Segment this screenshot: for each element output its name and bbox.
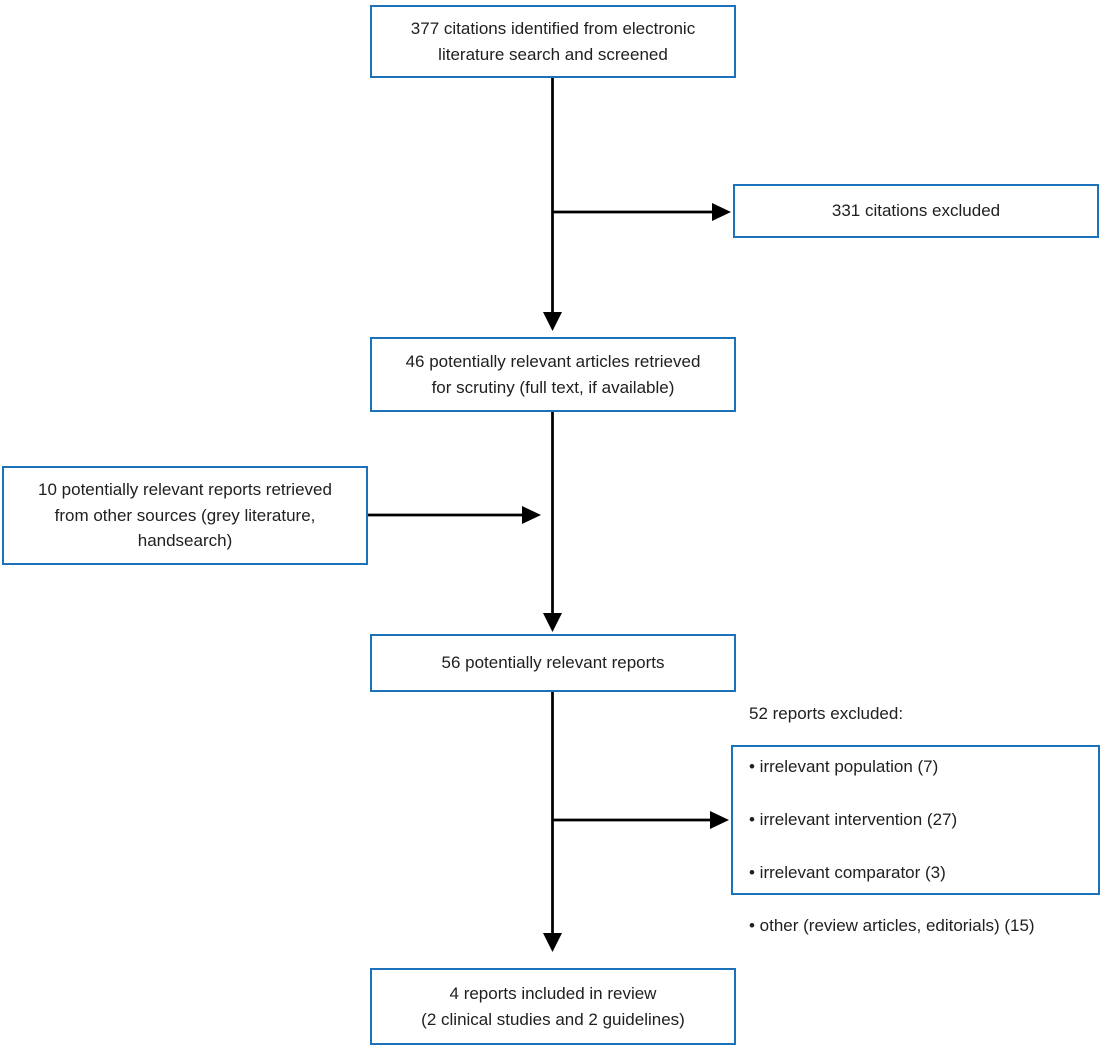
- exclusion-reason-item: • irrelevant population (7): [749, 757, 939, 777]
- box-citations-excluded: 331 citations excluded: [733, 184, 1099, 238]
- arrow-other-sources-to-flow: [368, 506, 541, 524]
- box-other-sources: 10 potentially relevant reports retrieve…: [2, 466, 368, 565]
- exclusion-reason-item: • other (review articles, editorials) (1…: [749, 916, 1035, 936]
- arrow-to-excluded-citations: [552, 203, 731, 221]
- exclusion-reason-item: • irrelevant comparator (3): [749, 863, 946, 883]
- arrow-relevant-to-included: [543, 692, 562, 952]
- box-reports-included: 4 reports included in review (2 clinical…: [370, 968, 736, 1045]
- box-citations-identified: 377 citations identified from electronic…: [370, 5, 736, 78]
- box-articles-retrieved: 46 potentially relevant articles retriev…: [370, 337, 736, 412]
- arrow-to-excluded-reports: [552, 811, 729, 829]
- box-reports-excluded: 52 reports excluded: • irrelevant popula…: [731, 704, 1100, 935]
- arrow-identified-to-retrieved: [543, 78, 562, 331]
- reports-excluded-title: 52 reports excluded:: [749, 704, 904, 724]
- reports-excluded-content: 52 reports excluded: • irrelevant popula…: [749, 675, 1082, 966]
- arrow-retrieved-to-relevant: [543, 412, 562, 632]
- exclusion-reason-item: • irrelevant intervention (27): [749, 810, 958, 830]
- box-relevant-reports: 56 potentially relevant reports: [370, 634, 736, 692]
